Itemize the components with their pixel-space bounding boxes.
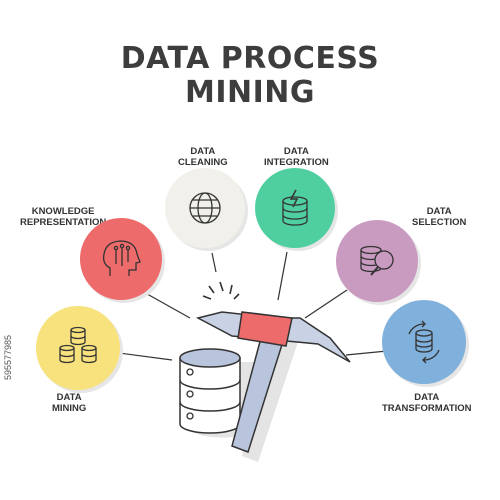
- database-cycle-icon: [408, 320, 440, 364]
- watermark-id: 595577985: [3, 334, 13, 380]
- database-lightning-icon: [282, 189, 308, 226]
- globe-icon: [189, 192, 221, 224]
- circle-data-transformation: [382, 300, 466, 384]
- label-data-mining: DATA MINING: [52, 392, 87, 415]
- circle-data-mining: [36, 306, 120, 390]
- title-line-1: DATA PROCESS: [120, 41, 380, 76]
- title-line-2: MINING: [184, 75, 316, 110]
- database-magnifier-icon: [360, 245, 394, 276]
- head-circuit-icon: [102, 240, 141, 276]
- circle-knowledge-representation: [80, 218, 162, 300]
- circle-data-cleaning: [165, 168, 245, 248]
- label-knowledge-representation: KNOWLEDGE REPRESENTATION: [20, 206, 107, 229]
- circle-data-integration: [255, 168, 335, 248]
- coin-stacks-icon: [59, 326, 97, 364]
- circle-data-selection: [336, 220, 418, 302]
- label-data-integration: DATA INTEGRATION: [264, 146, 329, 169]
- label-data-transformation: DATA TRANSFORMATION: [382, 392, 472, 415]
- label-data-selection: DATA SELECTION: [412, 206, 467, 229]
- label-data-cleaning: DATA CLEANING: [178, 146, 228, 169]
